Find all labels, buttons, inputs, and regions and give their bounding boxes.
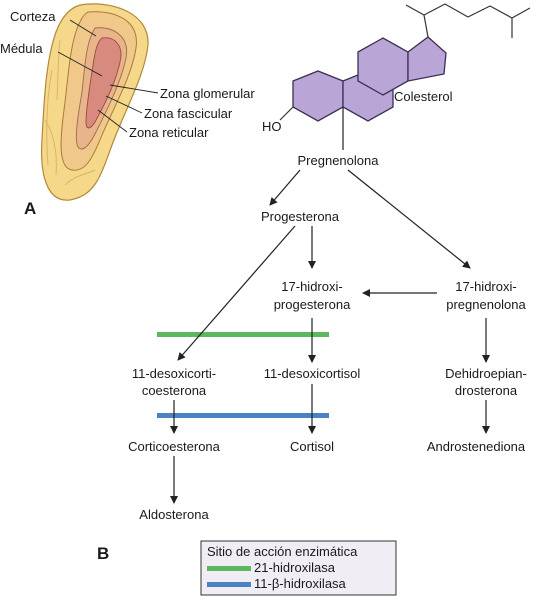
side-chain-branch-2 bbox=[511, 7, 531, 19]
label-zona-reticular: Zona reticular bbox=[129, 125, 209, 140]
label-desoxicorticoesterona-line1: 11-desoxicorti- bbox=[132, 366, 216, 381]
label-dhea-line1: Dehidroepian- bbox=[445, 366, 527, 381]
bar-11b-hidroxilasa bbox=[157, 413, 329, 418]
panel-letter-a: A bbox=[24, 199, 36, 218]
label-ho: HO bbox=[262, 119, 282, 134]
side-chain-methyl bbox=[405, 4, 429, 38]
label-pregnenolona: Pregnenolona bbox=[298, 153, 380, 168]
label-dhea-line2: drosterona bbox=[455, 383, 518, 398]
label-medula: Médula bbox=[0, 41, 43, 56]
label-zona-glomerular: Zona glomerular bbox=[160, 86, 255, 101]
arrow-prog-desoxicortico bbox=[177, 225, 296, 361]
label-desoxicortisol: 11-desoxicortisol bbox=[264, 366, 361, 381]
adrenal-fat-lobules bbox=[44, 39, 96, 186]
label-progesterona: Progesterona bbox=[261, 209, 340, 224]
pathway-arrows bbox=[170, 169, 490, 504]
legend-label-21-hidroxilasa: 21-hidroxilasa bbox=[254, 560, 336, 575]
label-zona-fascicular: Zona fascicular bbox=[144, 106, 233, 121]
label-corteza: Corteza bbox=[10, 9, 56, 24]
cholesterol-structure bbox=[279, 3, 531, 150]
ho-bond bbox=[279, 106, 294, 121]
label-17oh-pregnenolona-line1: 17-hidroxi- bbox=[455, 279, 516, 294]
label-17oh-pregnenolona-line2: pregnenolona bbox=[446, 297, 526, 312]
legend: Sitio de acción enzimática 21-hidroxilas… bbox=[200, 540, 397, 596]
legend-title: Sitio de acción enzimática bbox=[207, 544, 358, 559]
side-chain bbox=[423, 3, 513, 19]
label-17oh-progesterona-line2: progesterona bbox=[274, 297, 351, 312]
label-androstenediona: Androstenediona bbox=[427, 439, 526, 454]
label-cortisol: Cortisol bbox=[290, 439, 334, 454]
panel-letter-b: B bbox=[97, 544, 109, 563]
legend-swatch-21-hidroxilasa bbox=[207, 566, 251, 571]
legend-label-11b-hidroxilasa: 11-β-hidroxilasa bbox=[254, 576, 347, 591]
ring-a bbox=[292, 70, 344, 122]
bar-21-hidroxilasa bbox=[157, 332, 329, 337]
adrenal-medulla bbox=[85, 37, 122, 129]
ring-d bbox=[407, 36, 447, 82]
legend-swatch-11b-hidroxilasa bbox=[207, 582, 251, 587]
arrow-preg-17ohpreg bbox=[347, 169, 471, 269]
label-17oh-progesterona-line1: 17-hidroxi- bbox=[281, 279, 342, 294]
adrenal-gland-illustration bbox=[41, 3, 149, 201]
label-desoxicorticoesterona-line2: coesterona bbox=[142, 383, 207, 398]
label-corticoesterona: Corticoesterona bbox=[128, 439, 221, 454]
arrow-preg-prog bbox=[269, 169, 301, 206]
label-aldosterona: Aldosterona bbox=[139, 507, 209, 522]
label-colesterol: Colesterol bbox=[394, 89, 453, 104]
adrenal-leader-lines bbox=[57, 19, 159, 133]
